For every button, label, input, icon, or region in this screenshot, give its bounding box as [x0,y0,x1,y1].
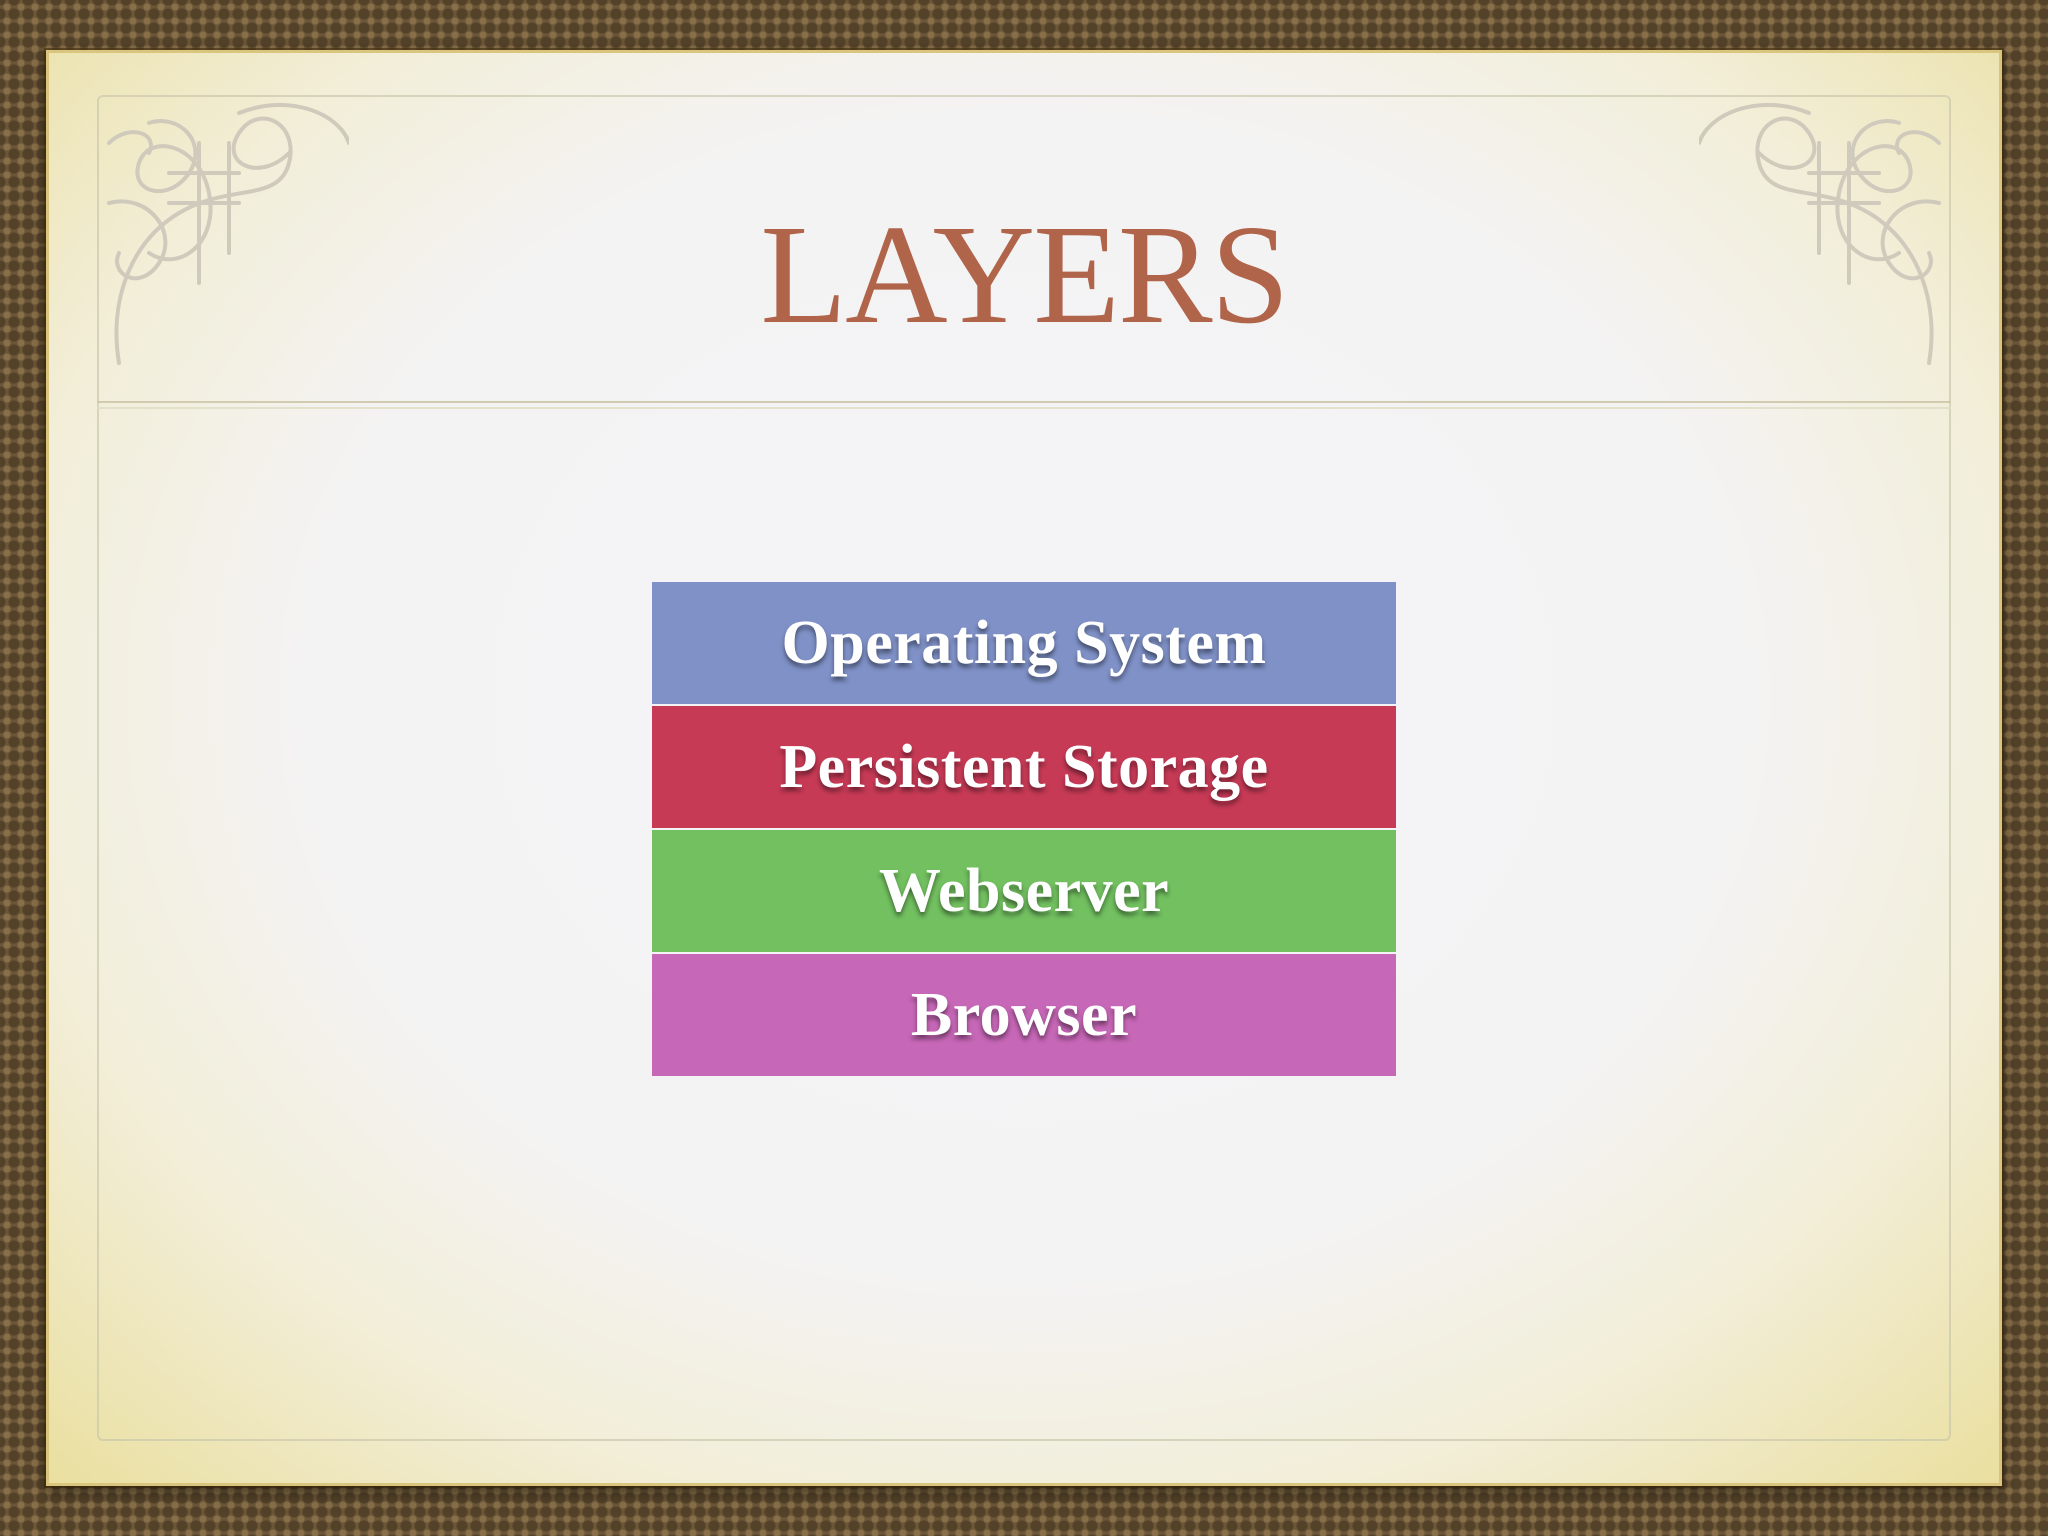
layer-persistent-storage: Persistent Storage [652,706,1396,828]
flourish-ornament-right [1699,103,1941,365]
layer-webserver: Webserver [652,830,1396,952]
layer-browser: Browser [652,954,1396,1076]
layer-stack: Operating System Persistent Storage Webs… [652,582,1396,1078]
slide-frame: LAYERS [46,50,2002,1486]
slide-title: LAYERS [760,195,1289,353]
inner-border [97,95,1951,1441]
flourish-ornament-left [107,103,349,365]
layer-operating-system: Operating System [652,582,1396,704]
header-divider [97,401,1951,409]
